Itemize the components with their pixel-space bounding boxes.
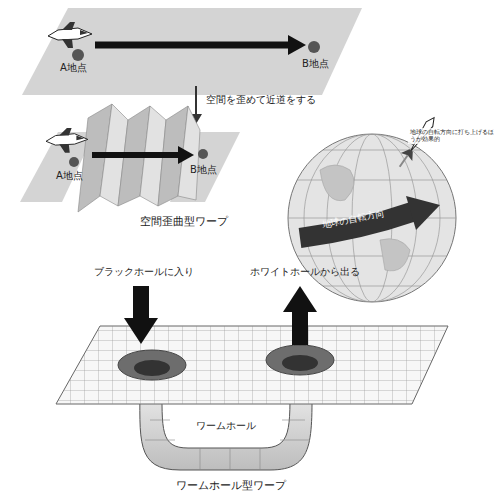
- plane-top: [22, 8, 362, 95]
- plane-warped: [20, 104, 240, 212]
- step-note: 空間を歪めて近道をする: [206, 94, 316, 106]
- point-label: A地点: [60, 62, 87, 74]
- entry-label: ブラックホールに入り: [94, 266, 194, 278]
- rocket-note: 地球の自転方向に打ち上げるほうが効果的: [408, 128, 496, 144]
- exit-label: ホワイトホールから出る: [250, 266, 360, 278]
- point-label: B地点: [190, 164, 217, 176]
- point-label: B地点: [302, 58, 329, 70]
- caption-label: ワームホール型ワープ: [176, 480, 286, 493]
- caption-label: 空間歪曲型ワープ: [140, 216, 228, 229]
- wormhole: [56, 286, 448, 470]
- point-label: A地点: [56, 170, 83, 182]
- tunnel-label: ワームホール: [196, 420, 256, 432]
